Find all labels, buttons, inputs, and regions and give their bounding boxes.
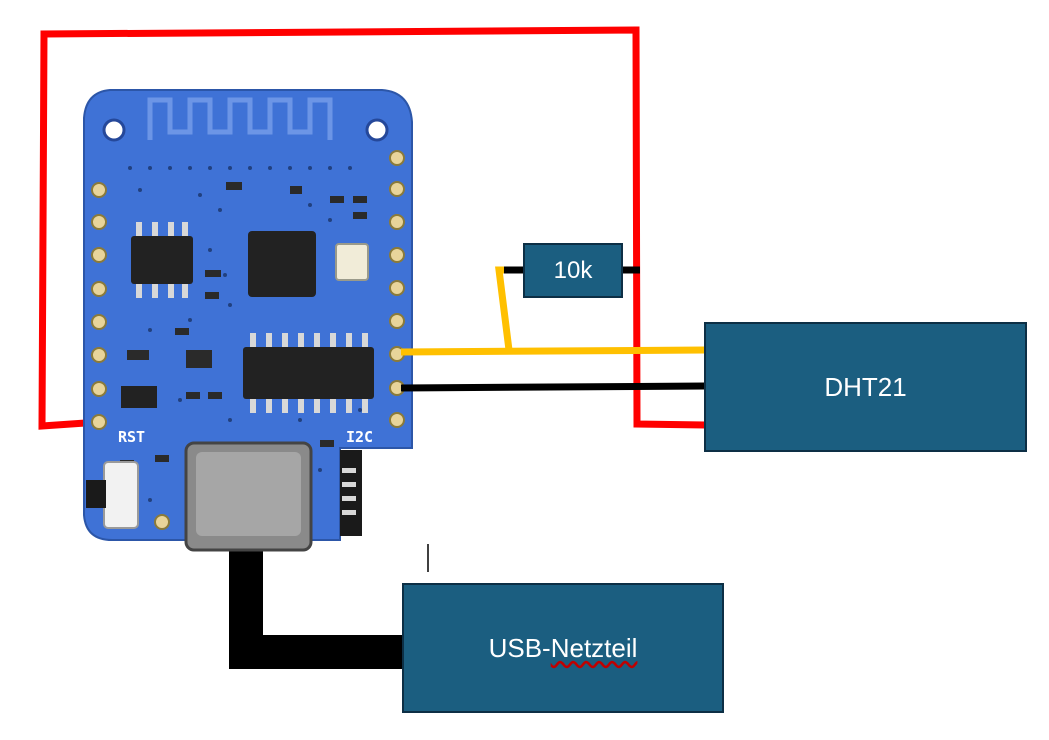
power-supply-label-spellcheck-word: Netzteil bbox=[550, 632, 638, 663]
i2c-connector bbox=[340, 450, 362, 536]
power-supply-label: USB-Netzteil bbox=[403, 584, 723, 712]
resistor-label: 10k bbox=[553, 256, 593, 284]
power-supply-label-prefix: USB- bbox=[488, 632, 551, 663]
regulator-chip bbox=[121, 386, 157, 408]
usb-c-shell-shine bbox=[196, 452, 301, 536]
right-header-pins bbox=[389, 150, 405, 428]
mounting-hole-right bbox=[365, 118, 389, 142]
crystal bbox=[335, 243, 369, 281]
microcontroller-board bbox=[83, 89, 413, 541]
reset-button-cap bbox=[86, 480, 106, 508]
data-wire-branch bbox=[495, 266, 524, 351]
i2c-silkscreen-label: I2C bbox=[346, 428, 374, 446]
corner-pad bbox=[154, 514, 170, 530]
ground-wire bbox=[400, 382, 706, 392]
flash-chip bbox=[131, 236, 193, 284]
dht21-sensor-box bbox=[704, 322, 1027, 452]
usb-serial-chip bbox=[243, 347, 374, 399]
reset-button bbox=[103, 461, 139, 529]
usb-power-supply-box bbox=[402, 583, 724, 713]
mcu-chip bbox=[248, 231, 316, 297]
reset-silkscreen-label: RST bbox=[118, 428, 146, 446]
mounting-hole-left bbox=[102, 118, 126, 142]
power-wire bbox=[38, 26, 706, 430]
sensor-label: DHT21 bbox=[824, 371, 907, 402]
usb-cable bbox=[229, 540, 403, 669]
resistor-body bbox=[523, 243, 623, 298]
antenna-trace bbox=[147, 97, 333, 140]
data-wire bbox=[400, 346, 706, 356]
left-header-pins bbox=[91, 182, 107, 430]
